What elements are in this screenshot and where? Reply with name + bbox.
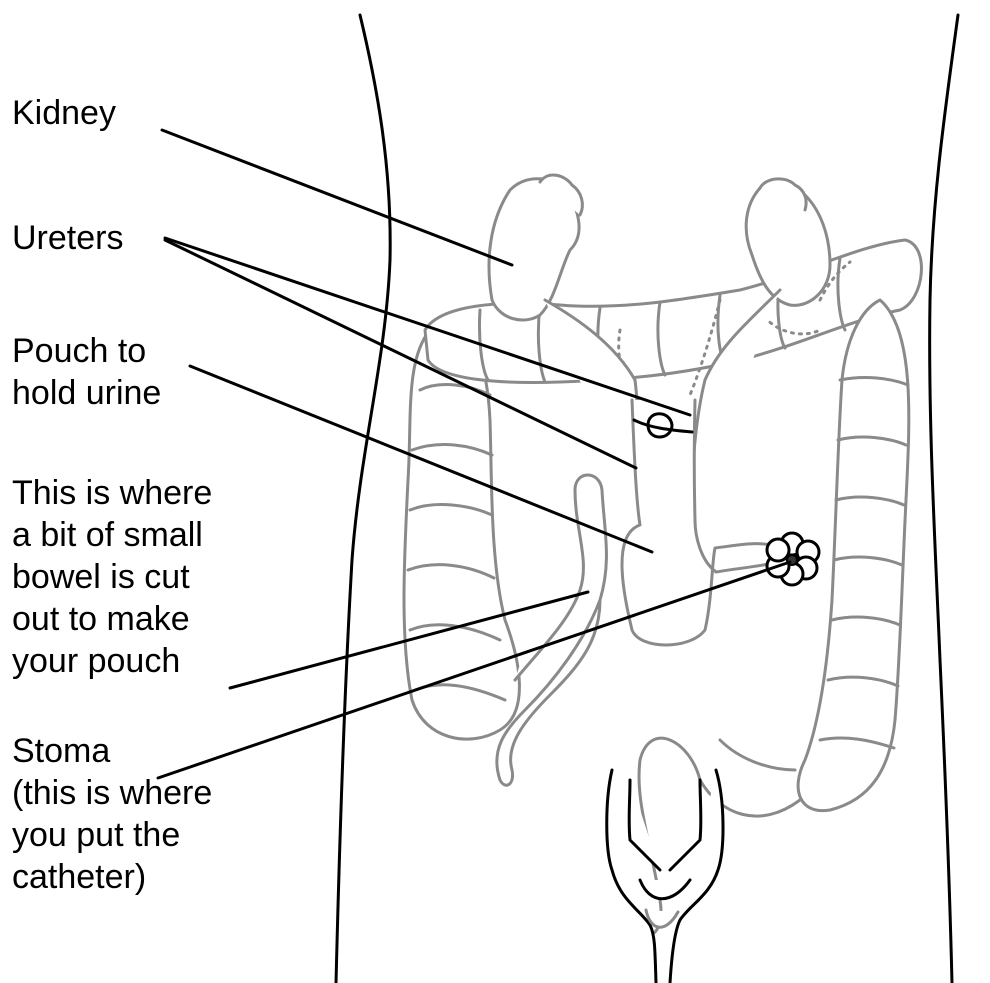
kidney-leader [162, 130, 512, 265]
ureters-label: Ureters [12, 217, 123, 259]
small-bowel-label: This is where a bit of small bowel is cu… [12, 472, 212, 682]
stoma-label-line-1: Stoma [12, 730, 212, 772]
stoma-label-line-4: catheter) [12, 856, 212, 898]
pouch-label: Pouch to hold urine [12, 330, 161, 414]
small-bowel-label-line-1: This is where [12, 472, 212, 514]
kidneys [489, 175, 830, 320]
kidney-label: Kidney [12, 92, 116, 134]
stoma [767, 533, 819, 585]
pouch-label-line-2: hold urine [12, 372, 161, 414]
ureters-label-line: Ureters [12, 217, 123, 259]
pouch-label-line-1: Pouch to [12, 330, 161, 372]
stoma-label: Stoma (this is where you put the cathete… [12, 730, 212, 898]
small-bowel-label-line-3: bowel is cut [12, 556, 212, 598]
stoma-label-line-2: (this is where [12, 772, 212, 814]
small-bowel-label-line-2: a bit of small [12, 514, 212, 556]
stoma-label-line-3: you put the [12, 814, 212, 856]
small-bowel-label-line-5: your pouch [12, 640, 212, 682]
small-bowel-label-line-4: out to make [12, 598, 212, 640]
kidney-label-line: Kidney [12, 92, 116, 134]
